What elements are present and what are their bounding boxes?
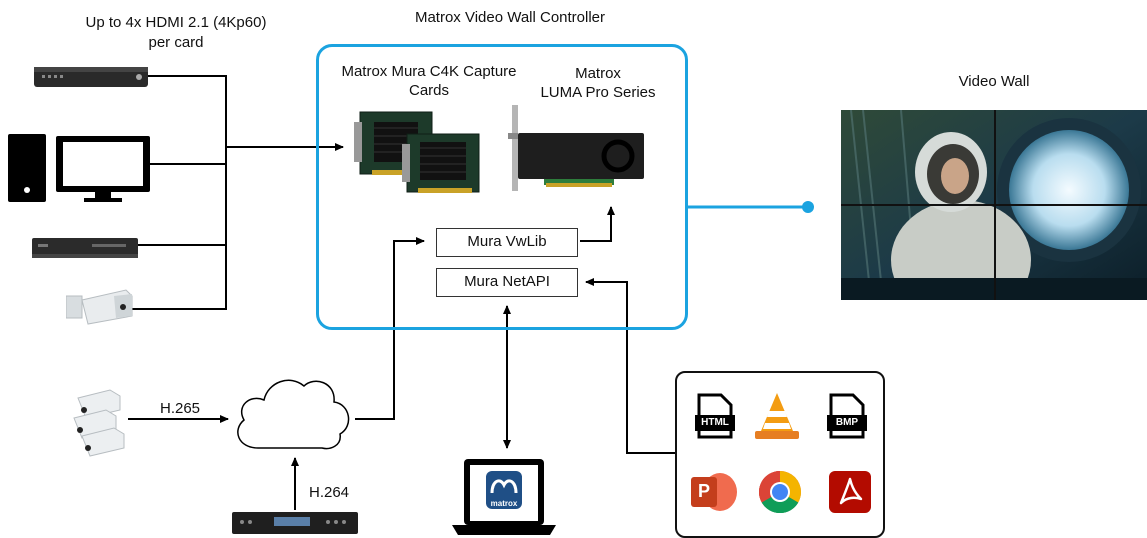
media-player-icon: [32, 238, 138, 258]
capture-cards-label-line2: Cards: [408, 82, 449, 99]
mura-netapi-box: Mura NetAPI: [436, 268, 578, 297]
luma-label-line1: Matrox: [575, 65, 621, 82]
file-sources-panel: HTML BMP P: [675, 371, 885, 538]
powerpoint-icon: P: [691, 471, 737, 513]
controller-title: Matrox Video Wall Controller: [414, 9, 606, 26]
vwlib-to-luma-arrow: [580, 206, 615, 242]
video-wall-label: Video Wall: [958, 73, 1030, 90]
mura-vwlib-box: Mura VwLib: [436, 228, 578, 257]
luma-label-line2: LUMA Pro Series: [540, 84, 656, 101]
encoder-rack-icon: [232, 512, 358, 534]
set-top-box-icon: [34, 67, 148, 87]
vlc-icon: [755, 393, 799, 439]
html-file-label: HTML: [701, 417, 729, 428]
bus-line: [130, 75, 227, 310]
files-to-netapi-arrow: [585, 278, 676, 454]
bmp-file-label: BMP: [835, 417, 859, 428]
wall-link-dot: [802, 201, 814, 213]
wall-seam-vertical: [994, 110, 996, 300]
chrome-icon: [758, 471, 801, 514]
cloud-to-vwlib-arrow: [355, 237, 425, 420]
controller-frame: [316, 44, 688, 330]
powerpoint-letter: P: [697, 481, 710, 501]
bmp-file-icon: BMP: [827, 393, 867, 439]
ip-cameras-icon: [73, 389, 125, 457]
capture-cards-image: [354, 111, 480, 193]
html-file-icon: HTML: [695, 393, 735, 439]
h264-label: H.264: [309, 484, 350, 501]
acrobat-pdf-icon: [829, 471, 871, 513]
h265-label: H.265: [160, 400, 201, 417]
cloud-icon: [237, 379, 350, 450]
hdmi-caption-line1: Up to 4x HDMI 2.1 (4Kp60): [85, 14, 267, 31]
desktop-pc-icon: [8, 134, 150, 202]
capture-cards-label-line1: Matrox Mura C4K Capture: [341, 63, 517, 80]
security-camera-icon: [66, 289, 133, 325]
laptop: matrox: [452, 455, 556, 536]
laptop-matrox-logo-text: matrox: [490, 499, 518, 508]
luma-graphics-card-image: [508, 105, 644, 191]
hdmi-caption-line2: per card: [148, 34, 204, 51]
video-wall-display: [841, 110, 1147, 300]
